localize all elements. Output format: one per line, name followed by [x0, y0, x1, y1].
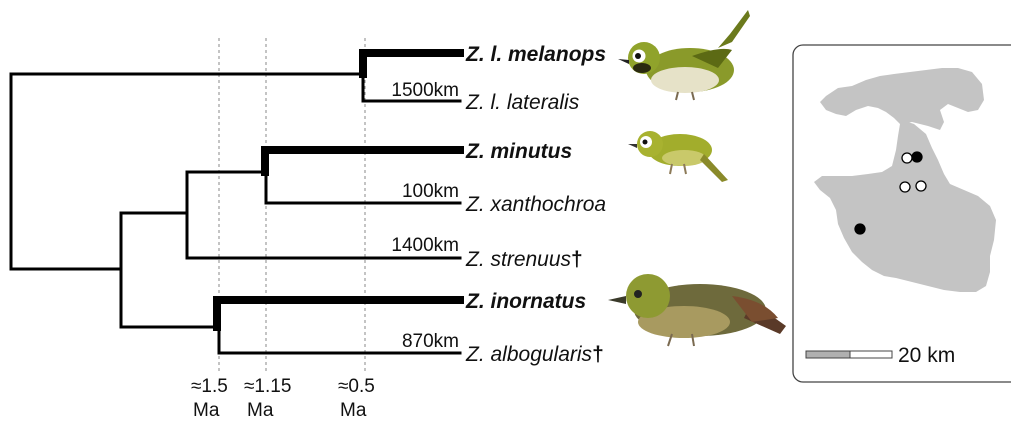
age-gridlines	[219, 38, 365, 372]
locality-filled-dot	[912, 152, 922, 162]
extinct-dagger: †	[571, 248, 583, 271]
white-eye-bird-inornatus-icon	[608, 274, 786, 346]
taxon-labels: Z. l. melanops Z. l. lateralis Z. minutu…	[465, 43, 606, 366]
scale-bar-filled-segment	[806, 351, 850, 358]
locality-open-dot	[902, 153, 912, 163]
map-inset: 20 km	[793, 45, 1011, 382]
age-value: ≈1.15	[244, 376, 291, 397]
taxon-label: Z. strenuus†	[465, 248, 583, 271]
scale-bar-open-segment	[850, 351, 892, 358]
age-unit: Ma	[340, 400, 367, 421]
taxon-label: Z. l. lateralis	[465, 91, 580, 114]
extinct-dagger: †	[592, 343, 604, 366]
taxon-label: Z. minutus	[465, 140, 572, 163]
age-value: ≈0.5	[338, 376, 375, 397]
age-value: ≈1.5	[191, 376, 228, 397]
scale-bar-label: 20 km	[898, 344, 955, 367]
taxon-label: Z. albogularis†	[465, 343, 604, 366]
distance-label: 1500km	[391, 80, 459, 101]
locality-open-dot	[900, 182, 910, 192]
distance-label: 1400km	[391, 235, 459, 256]
age-labels: ≈1.5 Ma ≈1.15 Ma ≈0.5 Ma	[191, 376, 375, 421]
locality-open-dot	[916, 181, 926, 191]
age-unit: Ma	[247, 400, 274, 421]
age-unit: Ma	[193, 400, 220, 421]
distance-labels: 1500km 100km 1400km 870km	[391, 80, 459, 352]
white-eye-bird-melanops-icon	[618, 10, 750, 100]
taxon-label: Z. l. melanops	[465, 43, 606, 66]
taxon-label: Z. xanthochroa	[465, 193, 606, 216]
distance-label: 100km	[402, 181, 459, 202]
white-eye-bird-minutus-icon	[628, 131, 728, 182]
taxon-label: Z. inornatus	[465, 290, 586, 313]
locality-filled-dot	[855, 224, 865, 234]
distance-label: 870km	[402, 331, 459, 352]
